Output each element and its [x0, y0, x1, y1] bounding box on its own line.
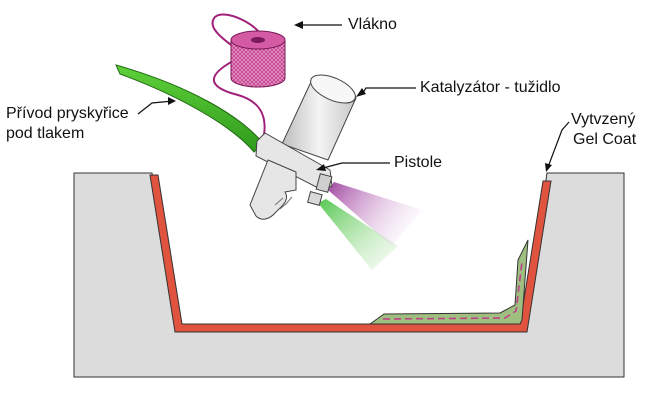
label-gelcoat-line2: Gel Coat: [573, 131, 637, 148]
resin-spray: [318, 199, 398, 270]
fiber-strand: [211, 13, 266, 141]
fiber-spool: [230, 30, 286, 88]
gun-handle: [249, 159, 297, 220]
gelcoat-layer: [149, 174, 552, 333]
laminate-fiber-line: [382, 261, 523, 320]
label-catalyst: Katalyzátor - tužidlo: [420, 79, 561, 96]
leader-arrowheads: [168, 21, 552, 172]
fiber-spray: [328, 182, 422, 246]
laminate-layer: [368, 239, 529, 325]
label-gun: Pistole: [394, 154, 443, 171]
label-resin-line2: pod tlakem: [6, 125, 85, 142]
label-fiber: Vlákno: [348, 16, 397, 33]
gun-barrel: [255, 132, 333, 191]
label-resin-line1: Přívod pryskyřice: [6, 105, 129, 122]
label-gelcoat-line1: Vytvzený: [571, 111, 636, 128]
spray-gun: [249, 74, 357, 220]
